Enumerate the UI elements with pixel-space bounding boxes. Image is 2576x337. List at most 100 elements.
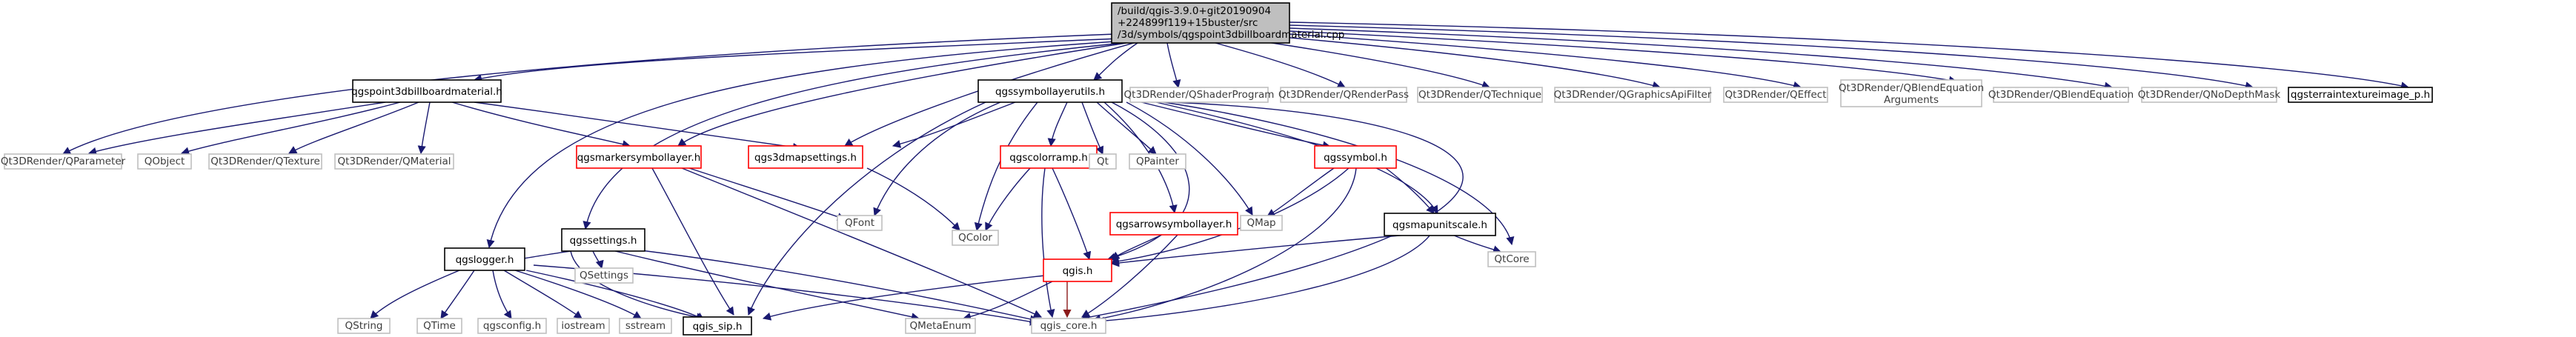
svg-text:QString: QString [345, 320, 383, 332]
edge-slu-qgis [1106, 101, 1190, 261]
edge-pbm-qobject [180, 101, 401, 156]
svg-text:qgs3dmapsettings.h: qgs3dmapsettings.h [754, 152, 857, 164]
edge-set-qgiscore [622, 247, 1039, 324]
node-qt3drender-qshaderprogram[interactable]: Qt3DRender/QShaderProgram [1124, 87, 1275, 103]
node-qgsmarkersymbollayer-h[interactable]: qgsmarkersymbollayer.h [576, 145, 702, 169]
edge-3dm-qcolor [866, 167, 960, 231]
node-qpainter[interactable]: QPainter [1129, 153, 1186, 170]
node-qt3drender-qblendequation[interactable]: Qt3DRender/QBlendEquation [1988, 87, 2134, 103]
node-sstream[interactable]: sstream [619, 318, 672, 334]
node-qgssymbollayerutils-h[interactable]: qgssymbollayerutils.h [977, 79, 1123, 103]
svg-text:iostream: iostream [561, 320, 605, 332]
edge-msl-qgiscore [681, 167, 1043, 318]
edge-slu-qgissip [747, 101, 986, 316]
node-qgis-core-h[interactable]: qgis_core.h [1031, 318, 1106, 334]
node-qgsterraintextureimage-p-h[interactable]: qgsterraintextureimage_p.h [2288, 87, 2433, 103]
edges [62, 21, 2410, 326]
svg-text:Qt3DRender/QBlendEquation: Qt3DRender/QBlendEquation [1988, 89, 2134, 101]
node-qgs3dmapsettings-h[interactable]: qgs3dmapsettings.h [748, 145, 863, 169]
edge-mus-qgiscore [1095, 234, 1431, 325]
root-line-3: /3d/symbols/qgspoint3dbillboardmaterial.… [1118, 29, 1344, 41]
svg-text:Qt3DRender/QGraphicsApiFilter: Qt3DRender/QGraphicsApiFilter [1554, 89, 1712, 101]
node-qgssymbol-h[interactable]: qgssymbol.h [1314, 145, 1397, 169]
edge-asl-qgiscore [1081, 233, 1179, 318]
node-qt3drender-qtechnique[interactable]: Qt3DRender/QTechnique [1417, 87, 1543, 103]
edge-pbm-qgsmarkersymbollayer [451, 101, 631, 149]
node-qt3drender-qnodepthmask[interactable]: Qt3DRender/QNoDepthMask [2138, 87, 2281, 103]
node-qgssettings-h[interactable]: qgssettings.h [561, 228, 645, 252]
node-qmap[interactable]: QMap [1240, 215, 1283, 231]
edge-cr-qcolor [985, 167, 1031, 232]
svg-text:sstream: sstream [625, 320, 665, 332]
node-qobject[interactable]: QObject [137, 153, 192, 170]
node-qgis-h[interactable]: qgis.h [1043, 258, 1112, 282]
edge-root-qrenderpass [1215, 42, 1346, 88]
svg-text:QMap: QMap [1246, 217, 1275, 229]
node-qgsmapunitscale-h[interactable]: qgsmapunitscale.h [1384, 213, 1496, 236]
svg-text:qgsmapunitscale.h: qgsmapunitscale.h [1392, 219, 1487, 231]
node-qgsconfig-h[interactable]: qgsconfig.h [477, 318, 547, 334]
edge-root-qgsmarkersymbollayer [677, 42, 1127, 147]
edge-log-qgsconfig [492, 270, 512, 319]
svg-text:Qt3DRender/QShaderProgram: Qt3DRender/QShaderProgram [1124, 89, 1275, 101]
node-qt3drender-qrenderpass[interactable]: Qt3DRender/QRenderPass [1278, 87, 1409, 103]
edge-slu-qmap [1126, 101, 1253, 216]
node-qt3drender-qmaterial[interactable]: Qt3DRender/QMaterial [334, 153, 454, 170]
edge-pbm-qmaterial [417, 101, 431, 155]
edge-slu-qfont [873, 101, 1001, 217]
svg-text:QSettings: QSettings [580, 270, 628, 281]
node-qtime[interactable]: QTime [416, 318, 462, 334]
edge-slu-qcolor [974, 101, 1038, 232]
edge-root-qgs3dmapsettings [844, 42, 1135, 147]
edge-root-qtechnique [1252, 39, 1491, 89]
node-root-file[interactable]: /build/qgis-3.9.0+git20190904 +224899f11… [1111, 2, 1344, 44]
svg-text:Qt3DRender/QNoDepthMask: Qt3DRender/QNoDepthMask [2138, 89, 2281, 101]
edge-sym-qmap [1267, 167, 1335, 217]
edge-set-qmetaenum [614, 250, 920, 321]
svg-text:qgis_sip.h: qgis_sip.h [693, 321, 743, 333]
node-qt3drender-qtexture[interactable]: Qt3DRender/QTexture [208, 153, 322, 170]
edge-qgis-qmetaenum [962, 281, 1053, 321]
node-qt3drender-qparameter[interactable]: Qt3DRender/QParameter [1, 153, 126, 170]
edge-log-sstream [514, 270, 642, 319]
node-qsettings[interactable]: QSettings [574, 267, 634, 284]
nodes: /build/qgis-3.9.0+git20190904 +224899f11… [1, 2, 2433, 336]
edge-slu-qpainter [1096, 101, 1157, 155]
node-qgsarrowsymbollayer-h[interactable]: qgsarrowsymbollayer.h [1109, 212, 1238, 236]
edge-cr-qgis [1052, 167, 1092, 261]
node-qstring[interactable]: QString [337, 318, 391, 334]
edge-root-qshaderprogram [1166, 42, 1181, 89]
node-qgscolorramp-h[interactable]: qgscolorramp.h [1000, 145, 1098, 169]
node-qt[interactable]: Qt [1089, 153, 1117, 170]
node-qcolor[interactable]: QColor [952, 230, 999, 246]
node-qt3drender-qblendequationarguments[interactable]: Qt3DRender/QBlendEquation Arguments [1839, 79, 1984, 107]
svg-text:QObject: QObject [145, 156, 185, 167]
node-qgslogger-h[interactable]: qgslogger.h [444, 247, 525, 271]
edge-root-qblendequationargs [1289, 30, 1958, 84]
svg-text:Arguments: Arguments [1884, 94, 1939, 106]
edge-msl-qgissip [651, 167, 734, 316]
node-qt3drender-qeffect[interactable]: Qt3DRender/QEffect [1723, 87, 1828, 103]
svg-text:QtCore: QtCore [1494, 253, 1529, 265]
node-qtcore[interactable]: QtCore [1487, 251, 1536, 267]
node-qfont[interactable]: QFont [837, 215, 883, 231]
node-qmetaenum[interactable]: QMetaEnum [905, 318, 976, 334]
node-qgspoint3dbillboardmaterial-h[interactable]: qgspoint3dbillboardmaterial.h [351, 79, 502, 103]
edge-root-qgspoint3dbillboardmaterial [473, 38, 1120, 83]
edge-slu-qgiscore [1080, 101, 1464, 321]
edge-log-qtime [440, 270, 475, 319]
node-qt3drender-qgraphicsapifilter[interactable]: Qt3DRender/QGraphicsApiFilter [1554, 87, 1712, 103]
edge-root-qgsterraintextureimage [1289, 21, 2410, 90]
edge-cr-qgiscore [1041, 167, 1055, 318]
svg-text:QTime: QTime [423, 320, 456, 332]
edge-qgis-qgissip [762, 275, 1046, 321]
svg-text:qgssymbollayerutils.h: qgssymbollayerutils.h [995, 86, 1105, 98]
edge-log-iostream [503, 270, 582, 319]
svg-text:qgscolorramp.h: qgscolorramp.h [1009, 152, 1088, 164]
node-iostream[interactable]: iostream [557, 318, 610, 334]
svg-text:Qt3DRender/QTechnique: Qt3DRender/QTechnique [1418, 89, 1541, 101]
node-qgis-sip-h[interactable]: qgis_sip.h [683, 316, 752, 336]
edge-msl-qfont [688, 167, 846, 221]
edge-root-qparameter [62, 33, 1116, 155]
